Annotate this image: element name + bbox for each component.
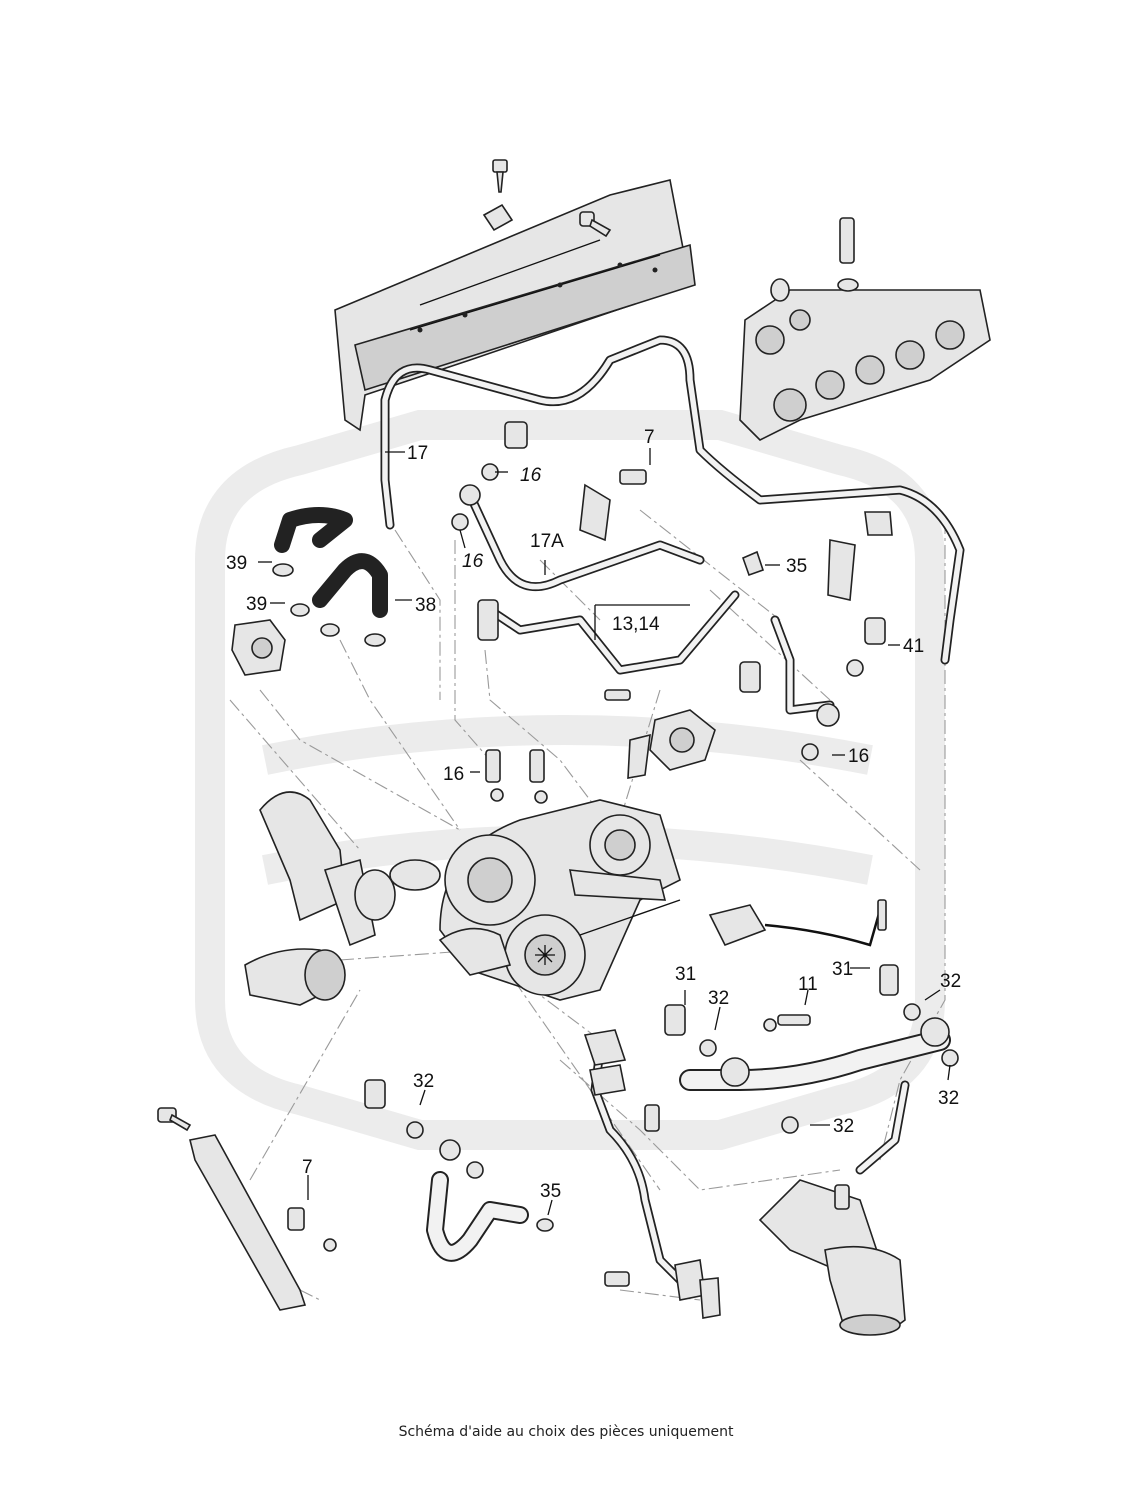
- callout-7: 7: [644, 427, 655, 448]
- callout-31: 31: [675, 964, 696, 985]
- oil-filter-housing[interactable]: [758, 1179, 906, 1336]
- exhaust-temp-sensor[interactable]: [579, 899, 887, 947]
- oil-supply-pipe[interactable]: [380, 335, 965, 665]
- callout-32: 32: [940, 971, 961, 992]
- oil-feed-pipe-lower[interactable]: [583, 1029, 721, 1319]
- pipe-bracket[interactable]: [579, 469, 893, 601]
- callout-39: 39: [226, 553, 247, 574]
- callout-11: 11: [798, 974, 818, 995]
- callout-32: 32: [833, 1116, 854, 1137]
- callout-17a: 17A: [530, 531, 564, 552]
- callout-31: 31: [832, 959, 853, 980]
- oil-return-line-lower[interactable]: [664, 964, 959, 1175]
- callout-16: 16: [443, 764, 464, 785]
- turbocharger[interactable]: [438, 799, 681, 1001]
- oil-return-pipe[interactable]: [451, 421, 705, 592]
- callout-leaders: [258, 448, 951, 1216]
- callout-16: 16: [520, 465, 542, 486]
- callout-13-14: 13,14: [612, 614, 660, 635]
- callout-35: 35: [786, 556, 807, 577]
- callout-16: 16: [848, 746, 869, 767]
- callout-38: 38: [415, 595, 436, 616]
- callout-41: 41: [903, 636, 924, 657]
- breather-hose[interactable]: [272, 507, 388, 647]
- turbo-support-bracket[interactable]: [157, 1107, 337, 1311]
- callout-35: 35: [540, 1181, 561, 1202]
- callout-32: 32: [708, 988, 729, 1009]
- callout-32: 32: [413, 1071, 434, 1092]
- coolant-pipe[interactable]: [477, 590, 740, 701]
- fittings-middle[interactable]: [485, 709, 716, 804]
- callout-16: 16: [462, 551, 484, 572]
- heat-shield-screw[interactable]: [482, 159, 612, 238]
- exhaust-manifold[interactable]: [739, 217, 991, 441]
- callout-labels: 17 16 7 16 17A 35 13,14 39 39 38 41 16 1…: [226, 427, 961, 1202]
- caption: Schéma d'aide au choix des pièces unique…: [398, 1424, 734, 1440]
- callout-7: 7: [302, 1157, 313, 1178]
- callout-39: 39: [246, 594, 267, 615]
- oil-pipe-right[interactable]: [739, 615, 886, 761]
- boost-valve[interactable]: [231, 619, 286, 676]
- callout-17: 17: [407, 443, 428, 464]
- intake-elbow[interactable]: [244, 791, 441, 1006]
- callout-32: 32: [938, 1088, 959, 1109]
- coolant-hose-lower[interactable]: [364, 1079, 554, 1262]
